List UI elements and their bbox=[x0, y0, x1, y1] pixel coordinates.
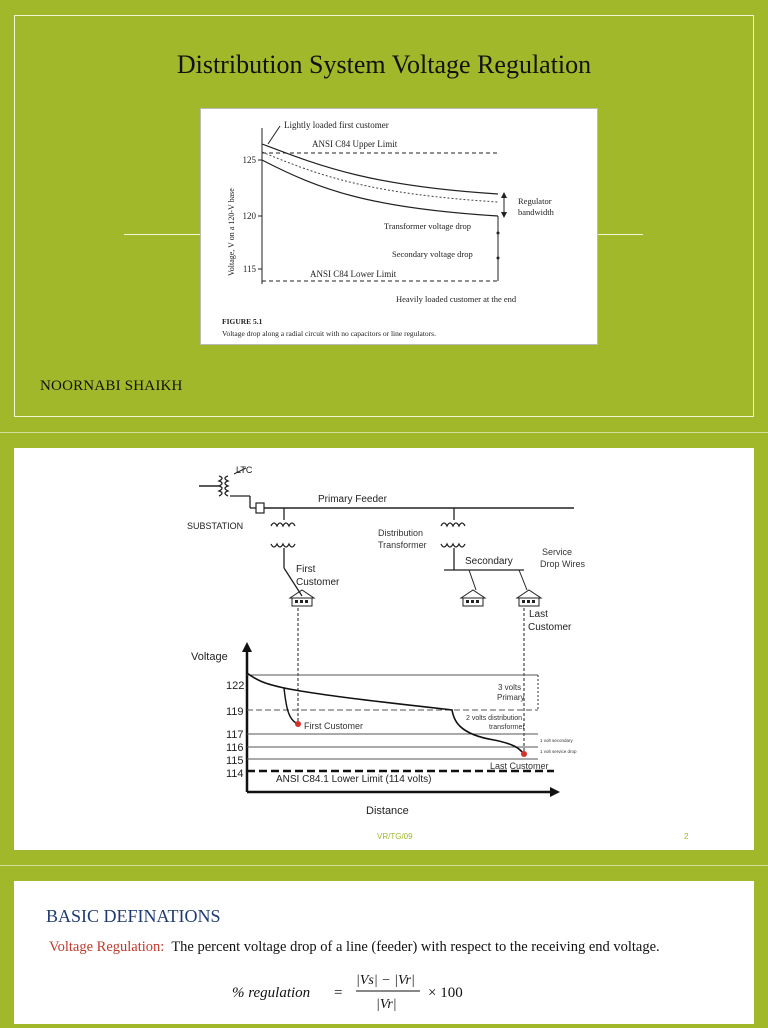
drop-point bbox=[496, 231, 500, 235]
label-last-customer-point: Last Customer bbox=[490, 761, 549, 771]
first-customer-point bbox=[295, 721, 301, 727]
voltage-profile-diagram: LTC SUBSTATION Primary Feeder First Cust… bbox=[187, 465, 586, 817]
label-voltage: Voltage bbox=[191, 651, 228, 663]
label-first-customer: Customer bbox=[296, 577, 340, 588]
definition-term: Voltage Regulation bbox=[49, 939, 161, 955]
tick-label: 122 bbox=[226, 680, 244, 692]
label-drop-wires: Drop Wires bbox=[540, 559, 586, 569]
tick-label: 116 bbox=[226, 742, 244, 754]
formula-times: × 100 bbox=[428, 985, 463, 1001]
label-regulator: Regulator bbox=[518, 196, 552, 206]
label-transformer: Transformer bbox=[378, 540, 427, 550]
annotation-transformer: transformer bbox=[489, 724, 525, 731]
pointer-line bbox=[267, 125, 281, 145]
label-lower-limit: ANSI C84 Lower Limit bbox=[310, 269, 397, 279]
annotation-service-drop: 1 volt service drop bbox=[540, 749, 577, 754]
section-heading: BASIC DEFINATIONS bbox=[46, 906, 221, 926]
formula-numerator: |Vs| − |Vr| bbox=[356, 973, 415, 988]
label-ltc: LTC bbox=[236, 465, 253, 475]
label-first: First bbox=[296, 564, 316, 575]
label-heavily-loaded: Heavily loaded customer at the end bbox=[396, 294, 517, 304]
formula-denominator: |Vr| bbox=[376, 997, 397, 1012]
tick-label: 114 bbox=[226, 768, 244, 780]
drop-point bbox=[496, 256, 500, 260]
house-icon bbox=[288, 589, 316, 607]
label-first-customer-point: First Customer bbox=[304, 721, 363, 731]
label-primary-feeder: Primary Feeder bbox=[318, 494, 388, 505]
author-name: NOORNABI SHAIKH bbox=[40, 378, 183, 394]
transformer-icon bbox=[440, 522, 466, 528]
house-icon bbox=[515, 589, 543, 607]
tick-label: 117 bbox=[226, 729, 244, 741]
label-secondary: Secondary bbox=[465, 556, 513, 567]
decorative-line-left bbox=[124, 234, 200, 235]
ltc-arrow bbox=[233, 467, 247, 475]
label-substation: SUBSTATION bbox=[187, 521, 243, 531]
definition-line: Voltage Regulation: The percent voltage … bbox=[49, 939, 660, 955]
substation-coil-icon bbox=[224, 475, 230, 497]
formula-svg: % regulation = |Vs| − |Vr| |Vr| × 100 bbox=[232, 973, 463, 1012]
house-icon bbox=[459, 589, 487, 607]
last-customer-point bbox=[521, 751, 527, 757]
label-secondary-drop: Secondary voltage drop bbox=[392, 249, 473, 259]
formula-lhs: % regulation bbox=[232, 985, 310, 1001]
definitions-slide: BASIC DEFINATIONS Voltage Regulation: Th… bbox=[14, 881, 754, 1024]
slide-title: Distribution System Voltage Regulation bbox=[176, 50, 592, 79]
footer-code: VR/TG/09 bbox=[377, 832, 413, 841]
slide-frame bbox=[14, 15, 754, 417]
tick-label: 115 bbox=[243, 264, 257, 274]
slide-separator bbox=[0, 865, 768, 866]
tick-label: 115 bbox=[226, 755, 244, 767]
voltage-drop-figure-svg: 125 120 115 Voltage, V on a 120-V base L… bbox=[200, 108, 598, 345]
tick-label: 119 bbox=[226, 706, 244, 718]
label-distance: Distance bbox=[366, 805, 409, 817]
arrow-up-icon bbox=[501, 192, 507, 198]
mid-load-curve bbox=[261, 151, 499, 203]
tick-label: 125 bbox=[243, 155, 257, 165]
tick-label: 120 bbox=[243, 211, 257, 221]
figure-caption-text: Voltage drop along a radial circuit with… bbox=[222, 329, 436, 338]
substation-coil-icon bbox=[217, 475, 223, 497]
figure-y-label: Voltage, V on a 120-V base bbox=[227, 188, 236, 276]
slide-separator bbox=[0, 432, 768, 433]
decorative-line-right bbox=[598, 234, 643, 235]
regulation-formula: % regulation = |Vs| − |Vr| |Vr| × 100 bbox=[232, 963, 552, 1023]
transformer-icon bbox=[270, 522, 296, 528]
figure-caption-title: FIGURE 5.1 bbox=[222, 317, 263, 326]
breaker-icon bbox=[255, 502, 265, 514]
label-ansi-limit: ANSI C84.1 Lower Limit (114 volts) bbox=[276, 774, 431, 785]
label-transformer-drop: Transformer voltage drop bbox=[384, 221, 471, 231]
annotation-primary: Primary bbox=[497, 693, 525, 702]
label-bandwidth: bandwidth bbox=[518, 207, 555, 217]
page-number: 2 bbox=[684, 832, 689, 841]
arrow-down-icon bbox=[501, 212, 507, 218]
voltage-profile-slide: LTC SUBSTATION Primary Feeder First Cust… bbox=[14, 448, 754, 850]
annotation-secondary: 1 volt secondary bbox=[540, 738, 574, 743]
annotation-3-volts: 3 volts bbox=[498, 683, 521, 692]
label-last: Last bbox=[529, 609, 548, 620]
arrow-right-icon bbox=[550, 787, 560, 797]
label-distribution: Distribution bbox=[378, 528, 423, 538]
formula-equals: = bbox=[334, 985, 342, 1001]
label-last-customer: Customer bbox=[528, 622, 572, 633]
voltage-drop-figure: 125 120 115 Voltage, V on a 120-V base L… bbox=[200, 108, 598, 345]
figure-border bbox=[200, 108, 598, 345]
first-customer-drop bbox=[283, 687, 299, 725]
arrow-up-icon bbox=[242, 642, 252, 652]
label-service: Service bbox=[542, 547, 572, 557]
definition-text: The percent voltage drop of a line (feed… bbox=[171, 939, 660, 955]
label-upper-limit: ANSI C84 Upper Limit bbox=[312, 139, 398, 149]
label-lightly-loaded: Lightly loaded first customer bbox=[284, 120, 389, 130]
title-slide: Distribution System Voltage Regulation 1… bbox=[0, 0, 768, 432]
light-load-curve bbox=[261, 143, 499, 195]
transformer-icon bbox=[440, 542, 466, 548]
heavy-load-curve bbox=[261, 159, 499, 217]
annotation-2-volts: 2 volts distribution bbox=[466, 715, 522, 722]
voltage-profile-curve bbox=[246, 672, 525, 755]
transformer-icon bbox=[270, 542, 296, 548]
